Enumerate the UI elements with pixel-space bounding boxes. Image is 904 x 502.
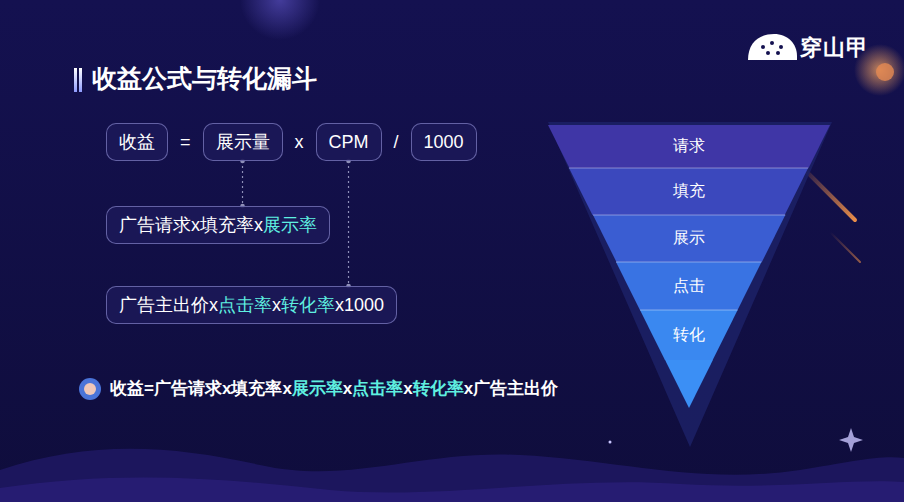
band-fill (548, 125, 830, 168)
slide-title: 收益公式与转化漏斗 (92, 62, 317, 95)
logo-text: 穿山甲 (800, 33, 869, 63)
funnel-band: 点击 (616, 262, 761, 310)
plain-term: 广告主出价x (119, 295, 218, 315)
operator: x (295, 123, 304, 161)
operator: = (180, 123, 191, 161)
highlight-term: 点击率 (352, 379, 403, 398)
formula-box: 收益 (106, 123, 168, 161)
formula-box: 1000 (411, 123, 477, 161)
operator: / (394, 123, 399, 161)
formula-box: CPM (316, 123, 382, 161)
highlight-term: 转化率 (413, 379, 464, 398)
plain-term: x广告主出价 (464, 379, 558, 398)
band-fill (569, 168, 808, 215)
title-bar (74, 68, 77, 92)
band-divider (640, 310, 738, 311)
funnel-shadow (548, 122, 832, 447)
node-text: 展示量 (216, 132, 270, 152)
sparkle (839, 428, 863, 452)
star (609, 441, 612, 444)
logo-scale (776, 51, 780, 55)
band-fill (640, 310, 738, 360)
funnel-band: 展示 (593, 215, 785, 262)
highlight-term: 展示率 (263, 215, 317, 235)
wave (0, 449, 904, 502)
dotted-connector (242, 161, 243, 206)
plain-term: x1000 (335, 295, 384, 315)
node-text: CPM (329, 132, 369, 152)
logo-shell (748, 34, 797, 60)
formula-box: 展示量 (203, 123, 283, 161)
plain-term: x (272, 295, 281, 315)
node-text: 填充 (673, 181, 705, 202)
node-text: 展示 (673, 228, 705, 249)
node-text: 请求 (673, 136, 705, 157)
plain-term: x (343, 379, 352, 398)
meteor (830, 232, 860, 262)
funnel-band: 转化 (640, 310, 738, 360)
funnel-band: 请求 (548, 125, 830, 168)
highlight-term: 点击率 (218, 295, 272, 315)
planet (876, 63, 894, 81)
logo-scale (761, 45, 765, 49)
node-text: 转化 (673, 325, 705, 346)
band-fill (593, 215, 785, 262)
highlight-term: 展示率 (292, 379, 343, 398)
node-text: 广告主出价x点击率x转化率x1000 (119, 295, 384, 315)
formula-box: 广告请求x填充率x展示率 (106, 206, 330, 244)
formula-box: 广告主出价x点击率x转化率x1000 (106, 286, 397, 324)
band-divider (569, 168, 808, 169)
funnel-tip (665, 360, 713, 408)
plain-term: 收益=广告请求x填充率x (110, 379, 292, 398)
glow (240, 0, 320, 40)
logo-scale (766, 51, 770, 55)
funnel-band: 填充 (569, 168, 808, 215)
node-text: 1000 (424, 132, 464, 152)
logo-scale (770, 41, 774, 45)
node-text: 点击 (673, 276, 705, 297)
formula-icon (79, 378, 101, 400)
title-bar (79, 68, 82, 92)
logo-icon (748, 34, 797, 60)
highlight-term: 转化率 (281, 295, 335, 315)
node-text: 收益 (119, 132, 155, 152)
logo-scale (779, 45, 783, 49)
plain-term: 广告请求x填充率x (119, 215, 263, 235)
icon-disc (79, 378, 101, 400)
node-text: 广告请求x填充率x展示率 (119, 215, 317, 235)
icon-face (84, 383, 96, 395)
wave (0, 477, 904, 502)
band-divider (616, 262, 761, 263)
dotted-connector (348, 161, 349, 286)
plain-term: x (403, 379, 412, 398)
formula-text: 收益=广告请求x填充率x展示率x点击率x转化率x广告主出价 (110, 378, 558, 400)
band-divider (593, 215, 785, 216)
band-fill (616, 262, 761, 310)
